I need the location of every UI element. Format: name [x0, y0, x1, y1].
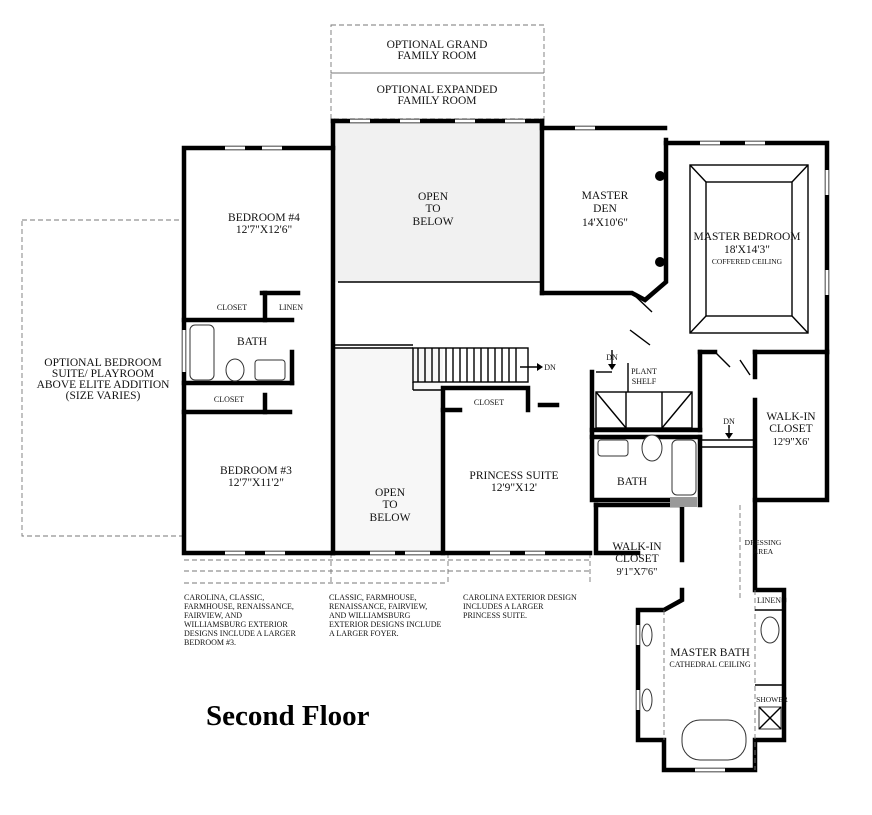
sink-icon-2	[597, 439, 629, 457]
stair-arrows	[537, 350, 733, 439]
open-top-1: OPEN	[418, 191, 449, 203]
svg-text:FAIRVIEW, AND: FAIRVIEW, AND	[184, 611, 242, 620]
toilet-icon	[225, 358, 245, 382]
master-bedroom-size: 18'X14'3"	[724, 244, 770, 256]
svg-text:CLASSIC, FARMHOUSE,: CLASSIC, FARMHOUSE,	[329, 593, 417, 602]
master-bedroom-ceiling: COFFERED CEILING	[712, 257, 783, 266]
svg-text:INCLUDES A LARGER: INCLUDES A LARGER	[463, 602, 544, 611]
princess-suite-size: 12'9"X12'	[491, 482, 537, 494]
walkin-right-name-1: WALK-IN	[766, 411, 816, 423]
optional-grand-label-2: FAMILY ROOM	[397, 50, 476, 62]
princess-suite-name: PRINCESS SUITE	[469, 470, 558, 482]
linen-label-2: LINEN	[757, 596, 781, 605]
master-bedroom-name: MASTER BEDROOM	[693, 231, 800, 243]
open-top-3: BELOW	[413, 216, 454, 228]
plant-shelf-1: PLANT	[631, 367, 657, 376]
open-bottom-3: BELOW	[370, 512, 411, 524]
svg-text:FARMHOUSE, RENAISSANCE,: FARMHOUSE, RENAISSANCE,	[184, 602, 294, 611]
bedroom3-name: BEDROOM #3	[220, 465, 292, 477]
shower-label: SHOWER	[756, 695, 788, 704]
bathtub-icon	[681, 719, 747, 761]
open-bottom-1: OPEN	[375, 487, 406, 499]
arrow-right-icon	[537, 363, 543, 371]
svg-text:CAROLINA, CLASSIC,: CAROLINA, CLASSIC,	[184, 593, 264, 602]
svg-text:EXTERIOR DESIGNS INCLUDE: EXTERIOR DESIGNS INCLUDE	[329, 620, 442, 629]
walkin-right-name-2: CLOSET	[769, 423, 812, 435]
optional-expanded-label-2: FAMILY ROOM	[397, 95, 476, 107]
svg-text:BEDROOM #3.: BEDROOM #3.	[184, 638, 236, 647]
exterior-note-1: CAROLINA, CLASSIC, FARMHOUSE, RENAISSANC…	[184, 593, 296, 647]
bath-right-label: BATH	[617, 476, 647, 488]
walkin-left-size: 9'1"X7'6"	[617, 567, 658, 578]
sink-bowl-icon-1	[641, 623, 653, 647]
dn-label-3: DN	[723, 417, 735, 426]
tub-icon	[189, 324, 215, 381]
plant-shelf-2: SHELF	[632, 377, 657, 386]
tub-icon-2	[671, 439, 697, 496]
open-top-2: TO	[425, 203, 440, 215]
bedroom4-name: BEDROOM #4	[228, 212, 300, 224]
svg-text:RENAISSANCE, FAIRVIEW,: RENAISSANCE, FAIRVIEW,	[329, 602, 427, 611]
windows	[182, 119, 829, 772]
optional-areas	[21, 24, 591, 584]
closet-label-2: CLOSET	[214, 395, 244, 404]
optional-bedroom-label-2: SUITE/ PLAYROOM	[52, 368, 154, 380]
toilet-icon-3	[760, 616, 780, 644]
svg-text:AND WILLIAMSBURG: AND WILLIAMSBURG	[329, 611, 411, 620]
master-bath-ceiling: CATHEDRAL CEILING	[669, 660, 750, 669]
fireplace-icon	[655, 171, 665, 181]
arrow-down-icon	[608, 364, 616, 370]
exterior-note-2: CLASSIC, FARMHOUSE, RENAISSANCE, FAIRVIE…	[329, 593, 442, 638]
bedroom4-size: 12'7"X12'6"	[236, 224, 292, 236]
svg-text:DESIGNS INCLUDE A LARGER: DESIGNS INCLUDE A LARGER	[184, 629, 296, 638]
details	[335, 164, 809, 770]
dressing-area-1: DRESSING	[745, 538, 782, 547]
walkin-left-name-1: WALK-IN	[612, 541, 662, 553]
toilet-icon-2	[641, 434, 663, 462]
fixtures	[189, 171, 782, 761]
svg-text:WILLIAMSBURG EXTERIOR: WILLIAMSBURG EXTERIOR	[184, 620, 288, 629]
sink-bowl-icon-2	[641, 688, 653, 712]
walkin-right-size: 12'9"X6'	[773, 437, 810, 448]
sink-icon	[254, 359, 286, 381]
floor-title: Second Floor	[206, 700, 370, 732]
dressing-area-2: AREA	[753, 547, 774, 556]
optional-expanded-label-1: OPTIONAL EXPANDED	[377, 84, 498, 96]
optional-grand-label-1: OPTIONAL GRAND	[387, 39, 488, 51]
arrow-down-icon-2	[725, 433, 733, 439]
master-den-size: 14'X10'6"	[582, 217, 628, 229]
exterior-note-3: CAROLINA EXTERIOR DESIGN INCLUDES A LARG…	[463, 593, 577, 620]
bath-left-label: BATH	[237, 336, 267, 348]
closet-label-3: CLOSET	[474, 398, 504, 407]
optional-bedroom-label-4: (SIZE VARIES)	[66, 390, 141, 402]
closet-label-1: CLOSET	[217, 303, 247, 312]
open-bottom-2: TO	[382, 499, 397, 511]
master-den-name-2: DEN	[593, 203, 617, 215]
dn-label-1: DN	[544, 363, 556, 372]
svg-text:CAROLINA EXTERIOR DESIGN: CAROLINA EXTERIOR DESIGN	[463, 593, 577, 602]
optional-bedroom-label-1: OPTIONAL BEDROOM	[44, 357, 161, 369]
master-bath-name: MASTER BATH	[670, 647, 750, 659]
walls	[181, 118, 830, 773]
walkin-left-name-2: CLOSET	[615, 553, 658, 565]
master-den-name-1: MASTER	[582, 190, 629, 202]
bedroom3-size: 12'7"X11'2"	[228, 477, 284, 489]
svg-text:A LARGER FOYER.: A LARGER FOYER.	[329, 629, 399, 638]
fireplace-icon-2	[655, 257, 665, 267]
svg-text:PRINCESS SUITE.: PRINCESS SUITE.	[463, 611, 527, 620]
optional-bedroom-label-3: ABOVE ELITE ADDITION	[37, 379, 171, 391]
open-to-below-top-area	[335, 121, 542, 282]
linen-label-1: LINEN	[279, 303, 303, 312]
dn-label-2: DN	[606, 353, 618, 362]
